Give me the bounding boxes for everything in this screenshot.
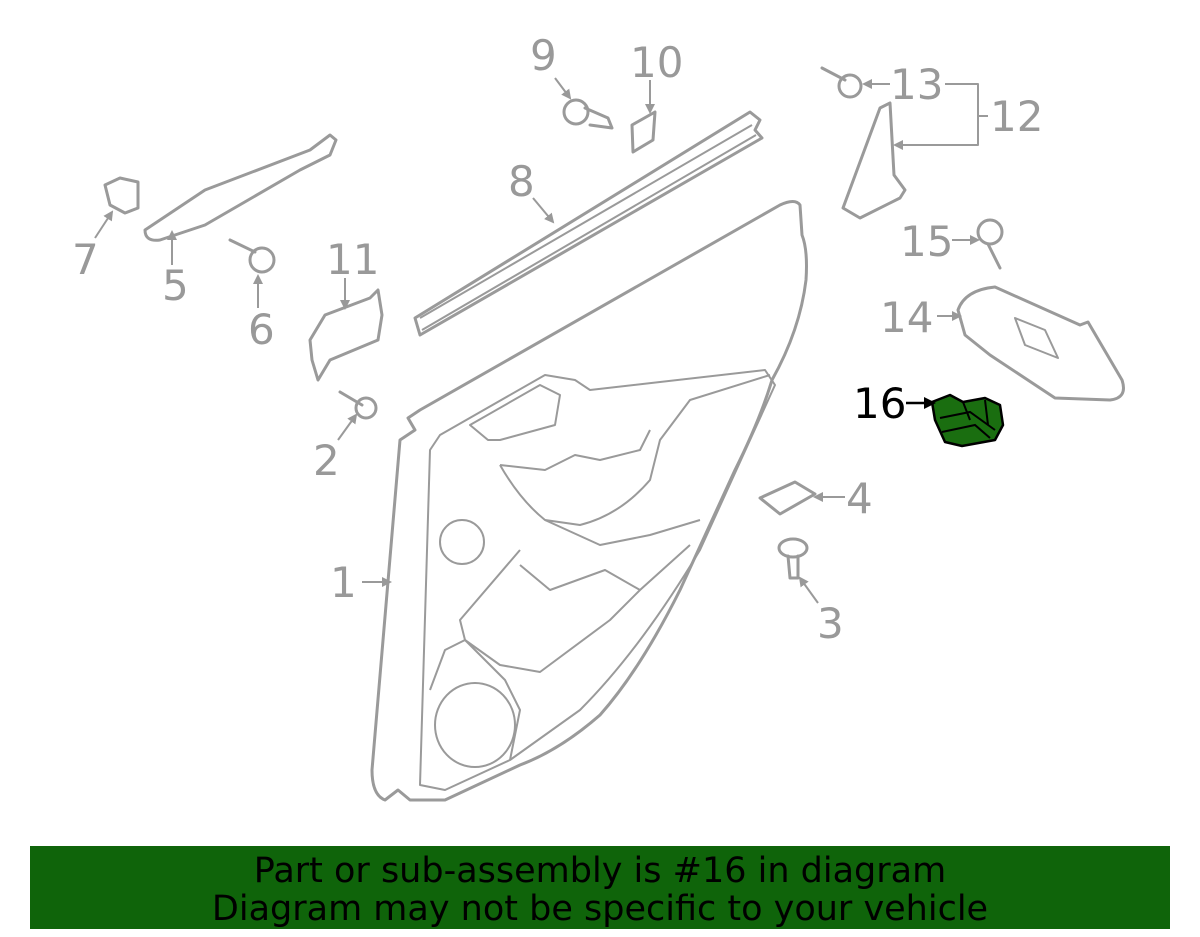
part-4-pad[interactable] <box>758 480 817 516</box>
part-15-screw[interactable] <box>976 218 1004 270</box>
callout-7: 7 <box>72 235 99 284</box>
part-14-switch-bezel[interactable] <box>956 285 1125 402</box>
callout-6: 6 <box>248 305 275 354</box>
callout-16: 16 <box>853 379 906 428</box>
part-8-belt-moulding[interactable] <box>413 110 764 337</box>
info-banner: Part or sub-assembly is #16 in diagram D… <box>30 846 1170 929</box>
part-7-clip[interactable] <box>103 176 140 215</box>
callout-13: 13 <box>890 60 943 109</box>
banner-line-1: Part or sub-assembly is #16 in diagram <box>253 851 947 891</box>
part-10-pad[interactable] <box>630 110 657 154</box>
part-9-clip[interactable] <box>562 98 614 130</box>
part-5-trim-strip[interactable] <box>143 133 338 242</box>
callout-11: 11 <box>326 235 379 284</box>
callout-9: 9 <box>530 31 557 80</box>
callout-3: 3 <box>817 599 844 648</box>
callout-10: 10 <box>630 38 683 87</box>
parts-diagram: 1 2 3 4 5 6 7 8 9 10 11 12 13 14 15 16 <box>72 31 1125 802</box>
callout-14: 14 <box>880 293 933 342</box>
part-12-corner-trim[interactable] <box>841 101 907 220</box>
part-13-screw[interactable] <box>820 66 863 99</box>
callout-8: 8 <box>508 157 535 206</box>
part-16-window-switch[interactable] <box>930 393 1005 448</box>
callout-5: 5 <box>162 261 189 310</box>
callout-15: 15 <box>900 217 953 266</box>
callout-1: 1 <box>330 558 357 607</box>
leader-lines <box>94 77 988 604</box>
callout-2: 2 <box>313 436 340 485</box>
callout-4: 4 <box>846 474 873 523</box>
part-1-door-trim-panel[interactable] <box>370 200 808 802</box>
part-6-screw[interactable] <box>228 238 276 274</box>
part-2-screw[interactable] <box>338 390 378 420</box>
banner-line-2: Diagram may not be specific to your vehi… <box>211 889 989 929</box>
part-3-screw[interactable] <box>777 537 809 580</box>
callout-12: 12 <box>990 92 1043 141</box>
